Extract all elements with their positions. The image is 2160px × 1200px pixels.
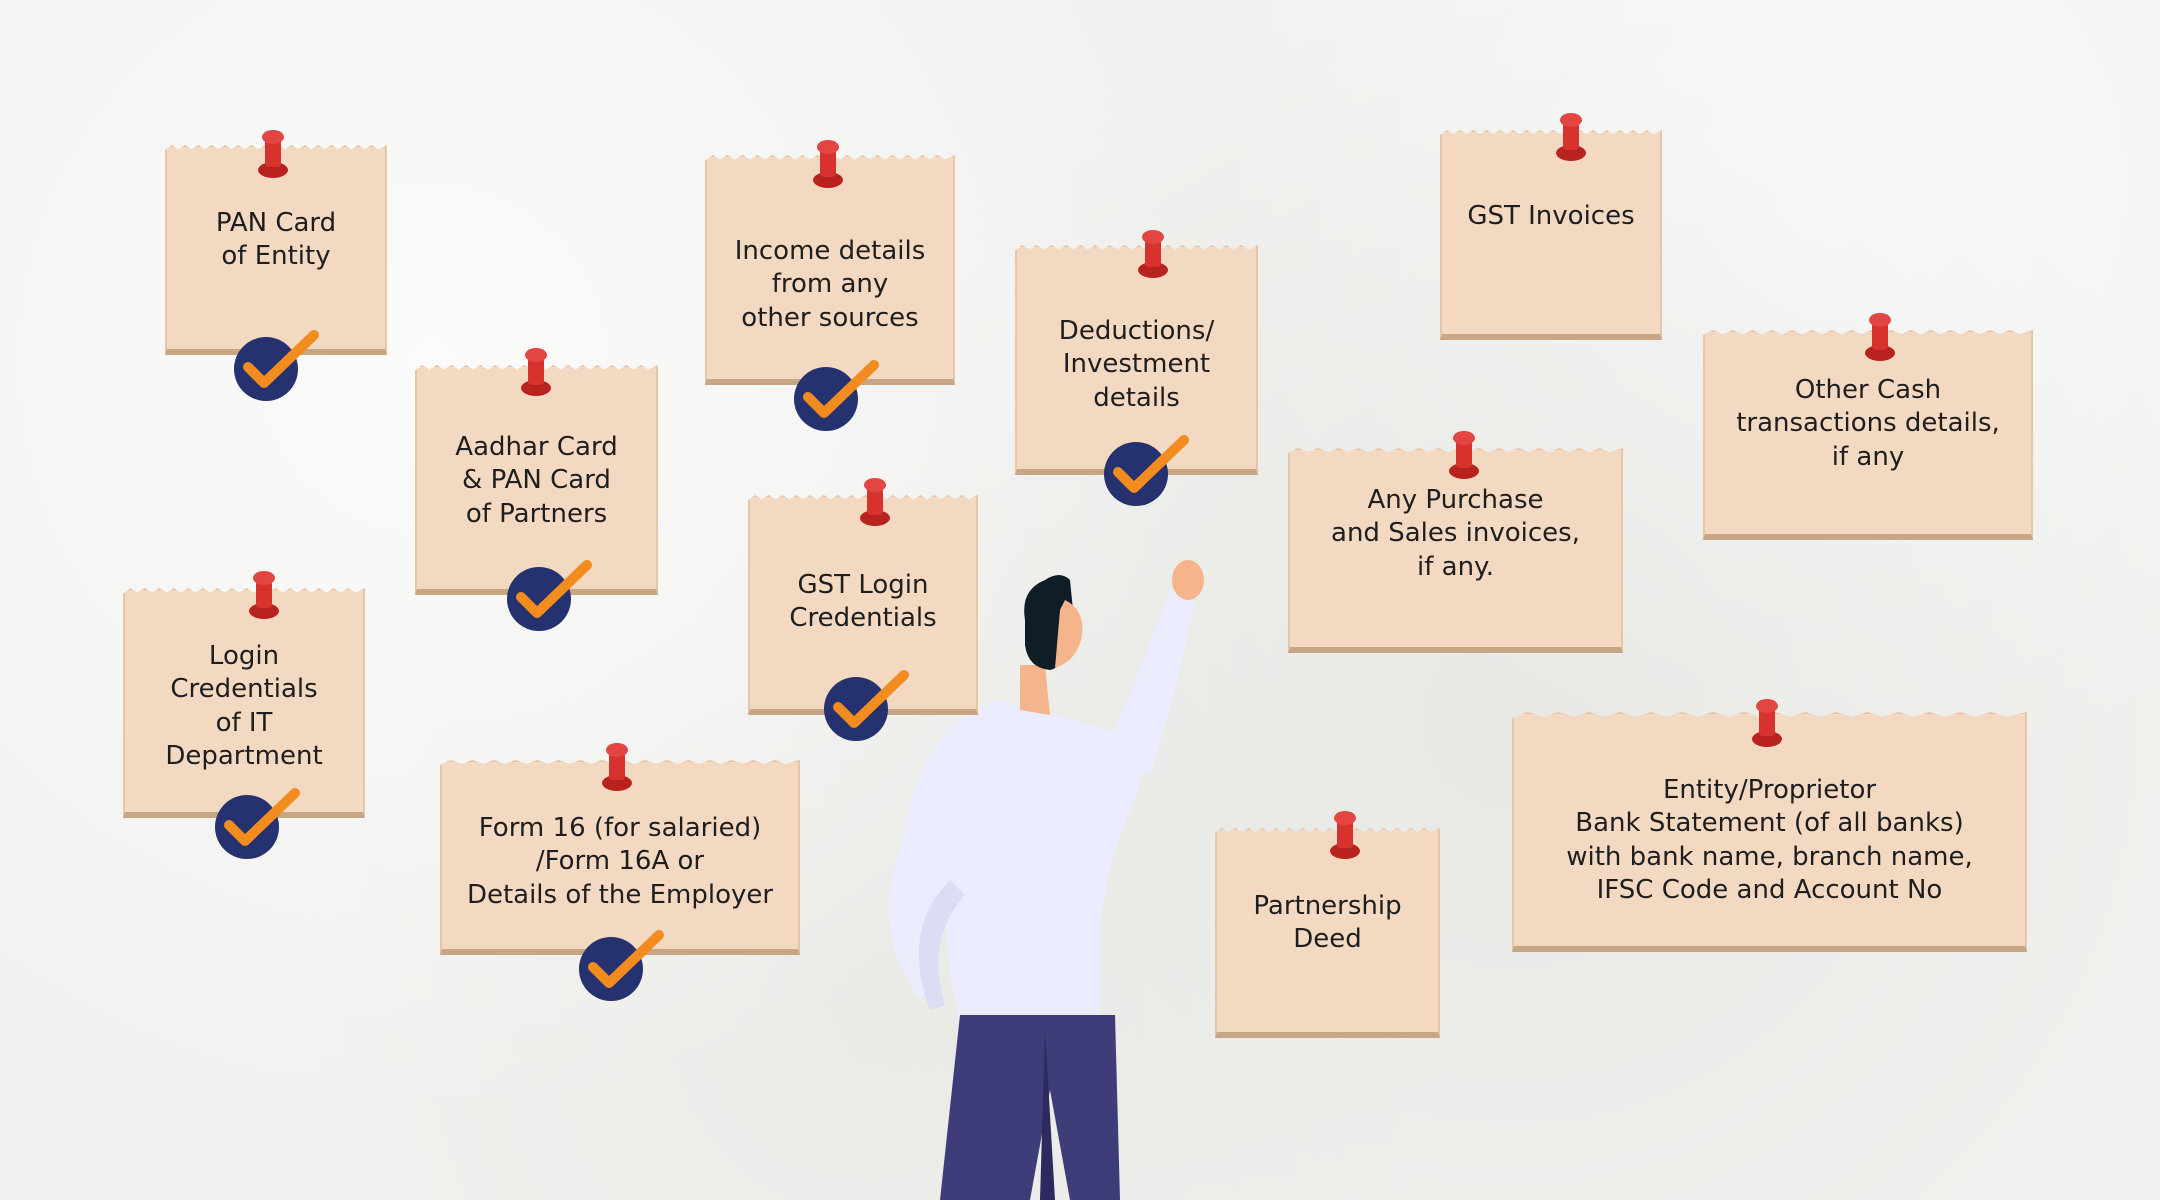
push-pin-icon [1138,230,1168,278]
checkmark-icon [1104,435,1189,506]
push-pin-icon [1556,113,1586,161]
note-text: GST Login Credentials [789,570,937,634]
neck [1020,665,1050,715]
left-arm [918,880,965,1010]
checkmark-icon [794,360,879,431]
face [1055,600,1083,668]
push-pin-icon [258,130,288,178]
hand [1172,560,1204,600]
note-paper [165,145,387,355]
note-text: GST Invoices [1467,201,1635,231]
torso [888,700,1142,1020]
checkmark-icon [215,788,300,859]
note-form-16: Form 16 (for salaried) /Form 16A or Deta… [440,743,800,1001]
note-deductions: Deductions/ Investment details [1015,230,1258,506]
push-pin-icon [1330,811,1360,859]
push-pin-icon [813,140,843,188]
push-pin-icon [1449,431,1479,479]
push-pin-icon [860,478,890,526]
note-bank-statement: Entity/Proprietor Bank Statement (of all… [1512,699,2027,952]
note-login-it: Login Credentials of IT Department [123,571,365,859]
note-text: Form 16 (for salaried) /Form 16A or Deta… [466,813,774,910]
note-paper [1512,712,2027,952]
note-paper [1703,330,2033,540]
note-pan-card-entity: PAN Card of Entity [165,130,387,401]
note-text: Any Purchase and Sales invoices, if any. [1331,485,1580,582]
note-paper [123,588,365,818]
push-pin-icon [1752,699,1782,747]
push-pin-icon [249,571,279,619]
push-pin-icon [521,348,551,396]
note-text: Entity/Proprietor Bank Statement (of all… [1566,775,1973,905]
checkmark-icon [234,330,319,401]
note-text: Income details from any other sources [734,236,926,333]
note-paper [1288,448,1623,653]
note-text: PAN Card of Entity [215,208,337,272]
note-gst-login: GST Login Credentials [748,478,978,741]
note-purchase-sales: Any Purchase and Sales invoices, if any. [1288,431,1623,653]
note-text: Deductions/ Investment details [1058,316,1215,413]
pants [940,1015,1120,1200]
note-gst-invoices: GST Invoices [1440,113,1662,340]
note-aadhar-pan-partners: Aadhar Card & PAN Card of Partners [415,348,658,631]
note-other-cash: Other Cash transactions details, if any [1703,313,2033,540]
raised-arm [1100,590,1195,775]
note-text: Aadhar Card & PAN Card of Partners [455,432,618,529]
pants-shadow [1040,1030,1055,1200]
push-pin-icon [602,743,632,791]
note-paper [1440,130,1662,340]
person-illustration [888,560,1204,1200]
checkmark-icon [824,670,909,741]
note-income-details: Income details from any other sources [705,140,955,431]
note-partnership-deed: Partnership Deed [1215,811,1440,1038]
note-text: Other Cash transactions details, if any [1736,375,2000,472]
note-text: Login Credentials of IT Department [165,641,323,771]
note-text: Partnership Deed [1253,891,1402,955]
checkmark-icon [579,930,664,1001]
push-pin-icon [1865,313,1895,361]
checkmark-icon [507,560,592,631]
